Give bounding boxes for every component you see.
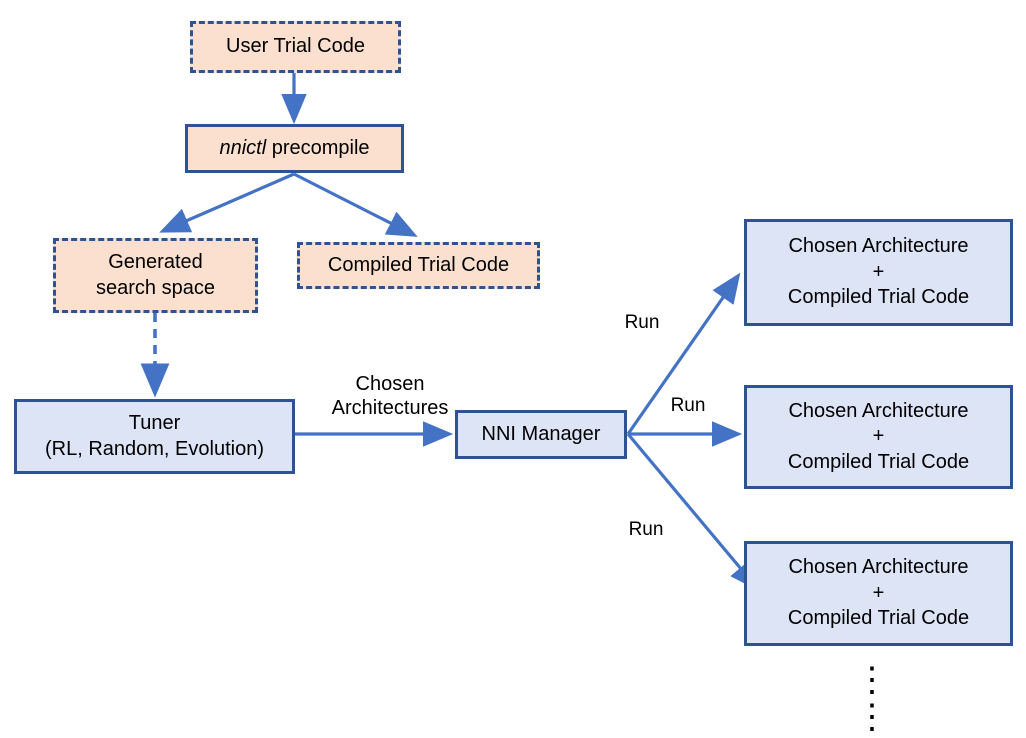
edge-label-run-2: Run [670, 395, 706, 416]
node-generated-search-space-line1: Generated [108, 250, 203, 273]
node-trial-1-line1: Chosen Architecture [788, 235, 969, 258]
node-nnictl-precompile-suffix: precompile [266, 136, 370, 159]
node-tuner[interactable]: Tuner (RL, Random, Evolution) [14, 399, 295, 474]
node-trial-2-line3: Compiled Trial Code [787, 450, 970, 473]
node-compiled-trial-code-label: Compiled Trial Code [327, 253, 510, 276]
node-nni-manager-label: NNI Manager [481, 422, 601, 445]
node-nni-manager[interactable]: NNI Manager [455, 410, 627, 459]
node-compiled-trial-code[interactable]: Compiled Trial Code [297, 242, 540, 289]
arrow-nnictl-to-searchspace [159, 172, 295, 233]
node-user-trial-code-label: User Trial Code [226, 35, 365, 58]
arrow-manager-to-trial-3 [626, 432, 760, 592]
ellipsis-lower: ⋮ [855, 698, 889, 736]
node-trial-3-line2: + [872, 581, 885, 604]
node-trial-3-line1: Chosen Architecture [788, 556, 969, 579]
node-generated-search-space[interactable]: Generated search space [53, 238, 258, 313]
node-user-trial-code[interactable]: User Trial Code [190, 21, 401, 73]
ellipsis-upper: ⋮ [855, 661, 889, 699]
node-trial-1-line3: Compiled Trial Code [787, 286, 970, 309]
node-trial-2[interactable]: Chosen Architecture + Compiled Trial Cod… [744, 385, 1013, 489]
node-trial-3[interactable]: Chosen Architecture + Compiled Trial Cod… [744, 541, 1013, 646]
arrow-nnictl-to-compiledcode [293, 172, 418, 237]
node-nnictl-precompile-command: nnictl [219, 136, 267, 159]
edge-label-run-1: Run [624, 312, 660, 333]
node-trial-1[interactable]: Chosen Architecture + Compiled Trial Cod… [744, 219, 1013, 326]
node-trial-2-line1: Chosen Architecture [788, 399, 969, 422]
node-trial-1-line2: + [872, 260, 885, 283]
node-tuner-line1: Tuner [128, 411, 181, 434]
node-tuner-line2: (RL, Random, Evolution) [45, 437, 264, 460]
node-nnictl-precompile[interactable]: nnictl precompile [185, 124, 404, 173]
node-generated-search-space-line2: search space [96, 276, 215, 299]
node-trial-3-line3: Compiled Trial Code [787, 607, 970, 630]
node-trial-2-line2: + [872, 425, 885, 448]
edge-label-run-3: Run [628, 519, 664, 540]
edge-label-chosen-architectures: Chosen Architectures [331, 373, 449, 419]
